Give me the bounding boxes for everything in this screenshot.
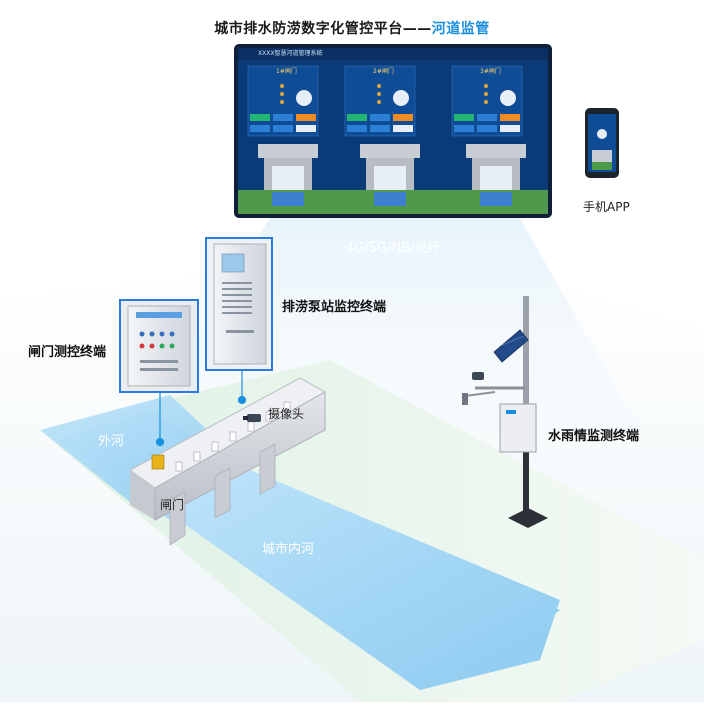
pump-station-cabinet: [205, 237, 273, 371]
gate-2-name: 2#闸门: [373, 68, 394, 75]
solar-panel-icon: [493, 329, 529, 363]
gate-label: 闸门: [160, 498, 185, 512]
sluice-gate: [129, 352, 327, 546]
monitor-screen: [234, 44, 552, 218]
gate-terminal-label: 闸门测控终端: [28, 345, 107, 360]
page-title: 城市排水防涝数字化管控平台——河道监管: [0, 18, 704, 38]
screen-app-title: XXXX智慧河道管理系统: [258, 50, 323, 57]
gate-control-cabinet: [119, 299, 199, 393]
pump-terminal-label: 排涝泵站监控终端: [282, 300, 387, 315]
phone-app-label: 手机APP: [583, 200, 630, 214]
gate-1-name: 1#闸门: [276, 68, 297, 75]
inner-river: [150, 470, 560, 690]
camera-label: 摄像头: [268, 407, 305, 421]
camera-icon: [243, 414, 261, 422]
network-label: 4G/5G/NB/光纤: [346, 241, 441, 256]
inner-river-label: 城市内河: [262, 542, 315, 557]
gate-3-name: 3#闸门: [480, 68, 501, 75]
rain-monitoring-station: [462, 296, 548, 528]
connector-lines: [155, 370, 247, 447]
title-highlight: 河道监管: [431, 21, 490, 37]
title-main: 城市排水防涝数字化管控平台——: [214, 21, 432, 37]
rain-terminal-label: 水雨情监测终端: [548, 429, 640, 444]
outer-river-label: 外河: [98, 434, 125, 449]
smartphone-icon: [585, 108, 619, 178]
